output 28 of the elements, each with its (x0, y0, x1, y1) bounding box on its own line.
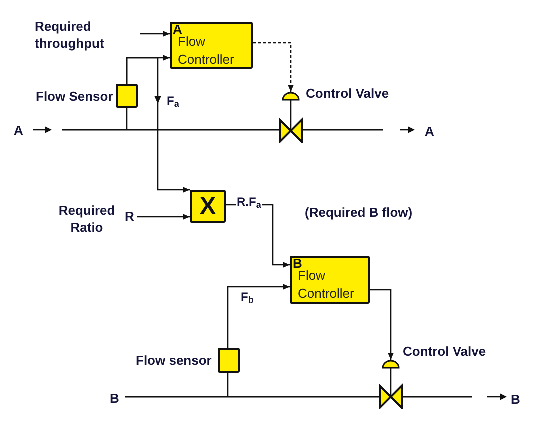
component-label: Flow sensor (136, 352, 213, 369)
controller-box (170, 22, 253, 69)
component-label: Control Valve (403, 343, 488, 360)
signal-arrow (370, 289, 394, 360)
signal-arrow (137, 214, 190, 220)
component-label: Required Ratio (58, 202, 116, 236)
control-valve-drawing (279, 92, 303, 143)
control-valve-drawing (379, 360, 403, 409)
signal-arrow (126, 57, 190, 193)
box-label: Flow Controller (298, 268, 356, 303)
dashed-signal-arrow (253, 42, 294, 92)
stream-label: A (14, 122, 24, 140)
signal-arrow (140, 31, 170, 37)
annotation: (Required B flow) (305, 204, 413, 222)
input-label: Required throughput (35, 18, 106, 52)
stream-label: A (425, 123, 434, 141)
component-label: Flow Sensor (36, 88, 114, 105)
multiplier-box (190, 190, 226, 223)
flow-sensor-box (218, 348, 240, 373)
input-label: R (125, 208, 136, 225)
component-label: Control Valve (306, 85, 390, 102)
stream-label: B (110, 390, 120, 408)
signal-arrow (227, 284, 290, 348)
box-label: Flow Controller (178, 34, 236, 69)
stream-label: B (511, 391, 520, 409)
controller-box (290, 256, 370, 304)
multiply-symbol: X (200, 192, 216, 222)
flow-sensor-box (116, 84, 138, 108)
